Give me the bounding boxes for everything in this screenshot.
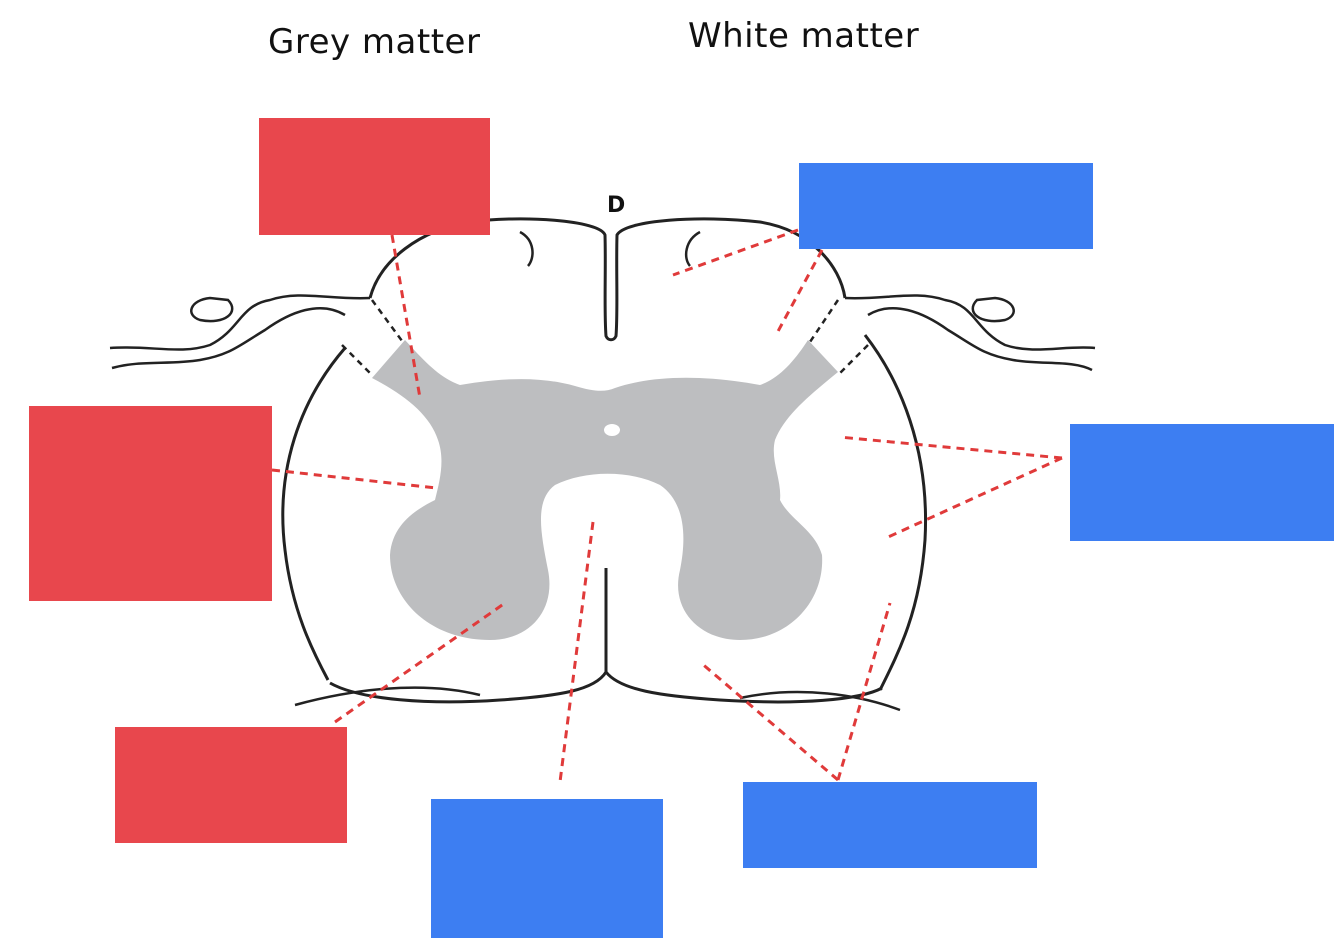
leader-dorsal-column-b <box>774 249 824 336</box>
cord-outline-dorsal <box>368 217 847 342</box>
dorsal-column-label-box[interactable] <box>799 163 1093 249</box>
leader-ventral-horn <box>334 601 506 724</box>
cord-outline-right <box>863 334 928 691</box>
grey-matter-heading: Grey matter <box>268 22 481 62</box>
leader-ventral-column-b <box>836 602 892 781</box>
ventral-column-label-box[interactable] <box>743 782 1037 868</box>
dorsal-root-left <box>109 294 371 351</box>
leader-lines <box>271 228 1063 783</box>
lateral-horn-label-box[interactable] <box>29 406 272 601</box>
dorsal-label: D <box>607 193 625 218</box>
white-matter-heading: White matter <box>688 16 920 56</box>
ventral-horn-label-box[interactable] <box>115 727 347 843</box>
cord-outline-left <box>281 347 347 681</box>
central-canal <box>604 424 620 436</box>
leader-lateral-column-a <box>838 435 1063 460</box>
leader-ventral-column-a <box>699 660 839 782</box>
grey-matter <box>372 340 838 640</box>
dorsal-horn-label-box[interactable] <box>259 118 490 235</box>
leader-lateral-horn <box>271 468 437 490</box>
leader-fissure <box>558 521 595 783</box>
lateral-column-label-box[interactable] <box>1070 424 1334 541</box>
leader-lateral-column-b <box>885 456 1063 540</box>
anterior-median-fissure-label-box[interactable] <box>431 799 663 938</box>
dorsal-root-right <box>844 294 1096 351</box>
